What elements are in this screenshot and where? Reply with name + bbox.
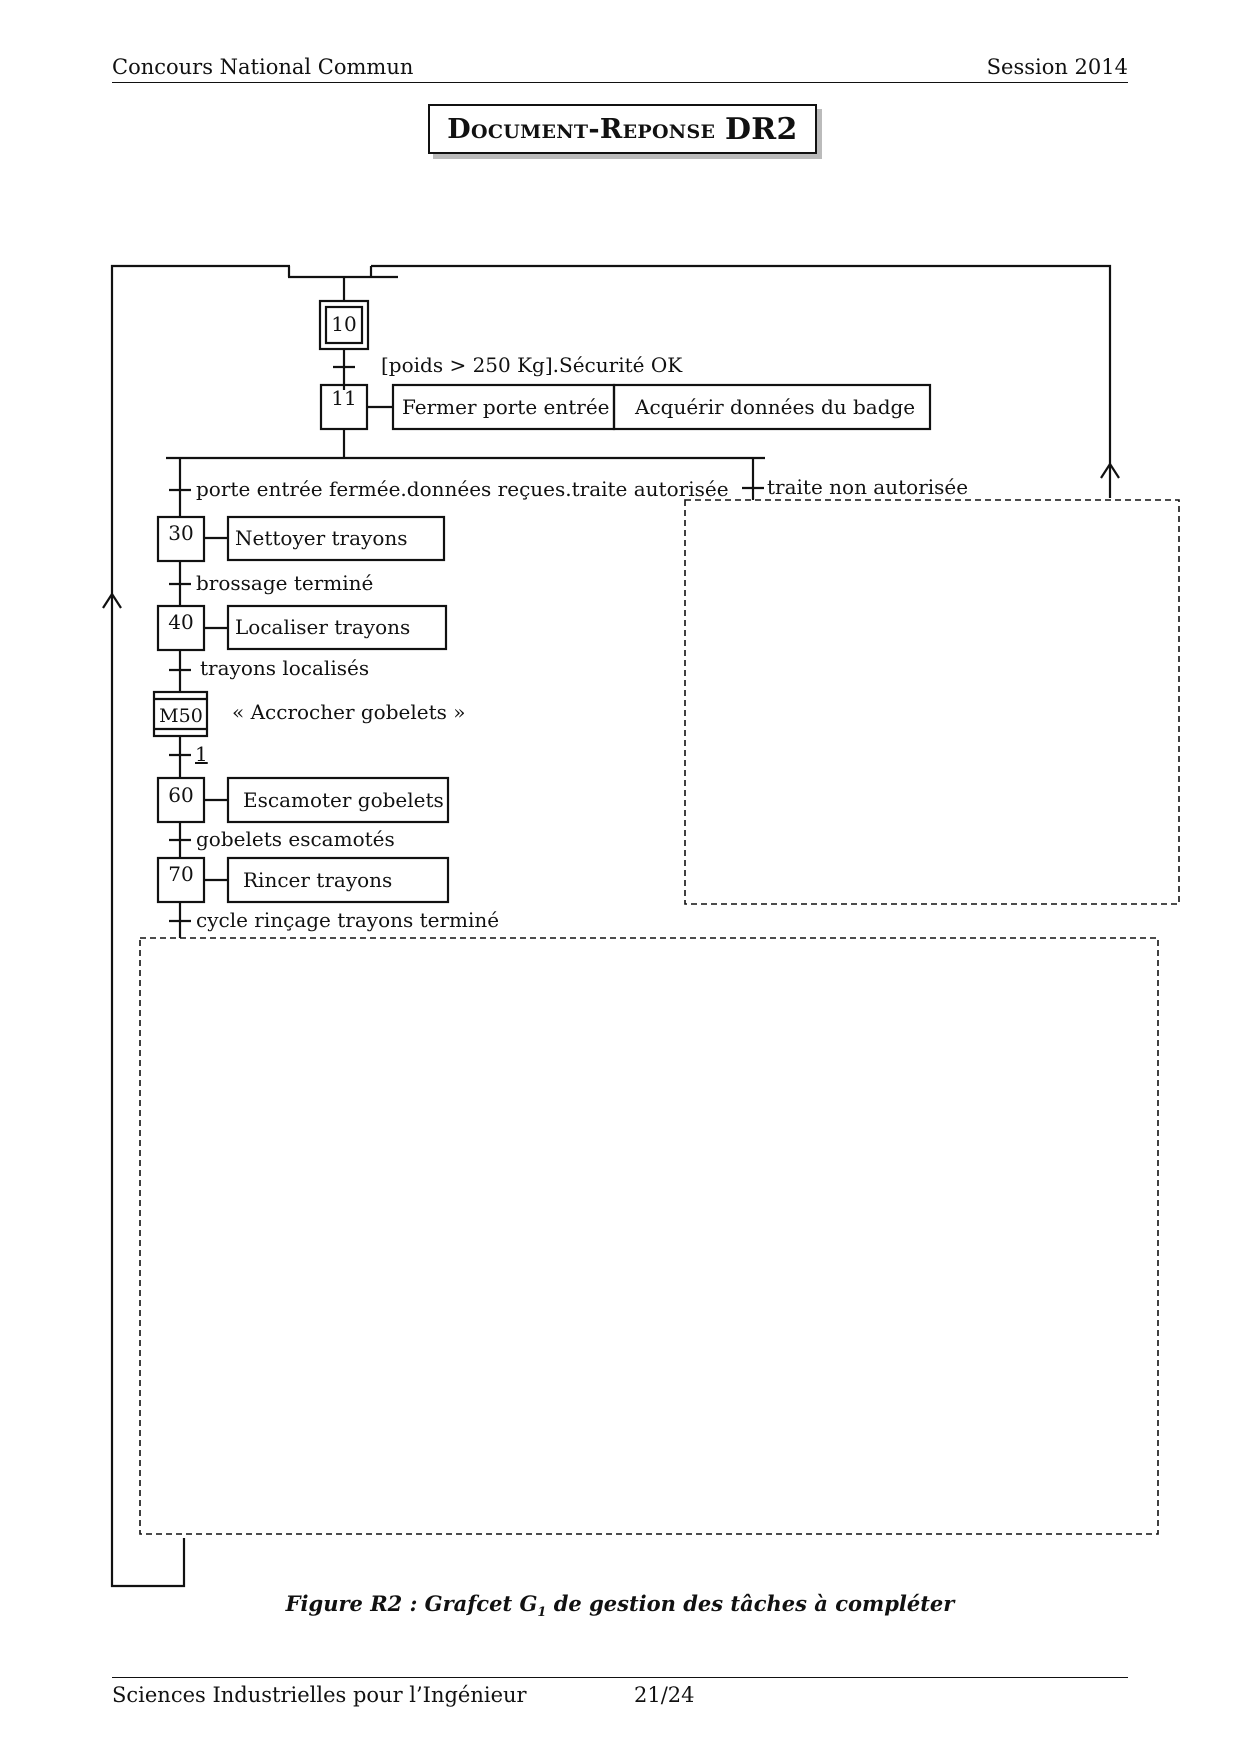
step-10-inner xyxy=(324,305,364,345)
step-30-label: 30 xyxy=(168,521,193,545)
macro-step-m50-description: « Accrocher gobelets » xyxy=(232,700,466,724)
footer-rule xyxy=(112,1677,1128,1678)
figure-caption: Figure R2 : Grafcet G1 de gestion des tâ… xyxy=(0,1591,1240,1620)
action-40: Localiser trayons xyxy=(235,615,410,639)
receptivity-t70: cycle rinçage trayons terminé xyxy=(196,908,499,932)
loop-left-arrow xyxy=(102,591,122,609)
action-70-box xyxy=(226,856,450,904)
step-70-label: 70 xyxy=(168,862,193,886)
answer-area-bottom[interactable] xyxy=(139,937,1159,1535)
header-left: Concours National Commun xyxy=(112,55,414,79)
action-60: Escamoter gobelets xyxy=(243,788,444,812)
receptivity-t30: brossage terminé xyxy=(196,571,373,595)
loop-right xyxy=(371,264,1112,498)
action-30-box xyxy=(226,515,446,562)
receptivity-t60: gobelets escamotés xyxy=(196,827,395,851)
step-10-outer xyxy=(318,299,370,351)
step-60-label: 60 xyxy=(168,783,193,807)
action-30: Nettoyer trayons xyxy=(235,526,408,550)
action-60-box xyxy=(226,776,450,824)
receptivity-t11a: porte entrée fermée.données reçues.trait… xyxy=(196,477,729,501)
action-70: Rincer trayons xyxy=(243,868,392,892)
document-title: Document-Reponse DR2 xyxy=(428,104,817,154)
action-11-2-box xyxy=(612,383,932,431)
page-number: 21/24 xyxy=(634,1683,695,1707)
receptivity-t10: [poids > 250 Kg].Sécurité OK xyxy=(381,353,683,377)
receptivity-t40: trayons localisés xyxy=(200,656,369,680)
step-40-label: 40 xyxy=(168,610,193,634)
step-11-label: 11 xyxy=(331,386,356,410)
caption-subscript: 1 xyxy=(537,1605,547,1621)
macro-step-m50-label: M50 xyxy=(159,705,203,727)
caption-prefix: Figure R2 : Grafcet G xyxy=(285,1591,538,1616)
receptivity-t11b: traite non autorisée xyxy=(767,475,968,499)
answer-area-right[interactable] xyxy=(684,499,1180,905)
title-code: DR2 xyxy=(724,111,798,147)
footer-left: Sciences Industrielles pour l’Ingénieur xyxy=(112,1683,527,1707)
caption-suffix: de gestion des tâches à compléter xyxy=(546,1591,955,1616)
title-prefix: Document-Reponse xyxy=(447,113,716,145)
action-11-2: Acquérir données du badge xyxy=(634,395,915,419)
step-10-label: 10 xyxy=(331,312,356,336)
loop-right-arrow xyxy=(1100,461,1120,479)
receptivity-t50: 1 xyxy=(195,742,208,766)
header-rule xyxy=(112,82,1128,83)
action-11-1: Fermer porte entrée xyxy=(402,395,610,419)
loop-left xyxy=(110,264,290,1588)
header-right: Session 2014 xyxy=(986,55,1128,79)
action-40-box xyxy=(226,604,448,651)
